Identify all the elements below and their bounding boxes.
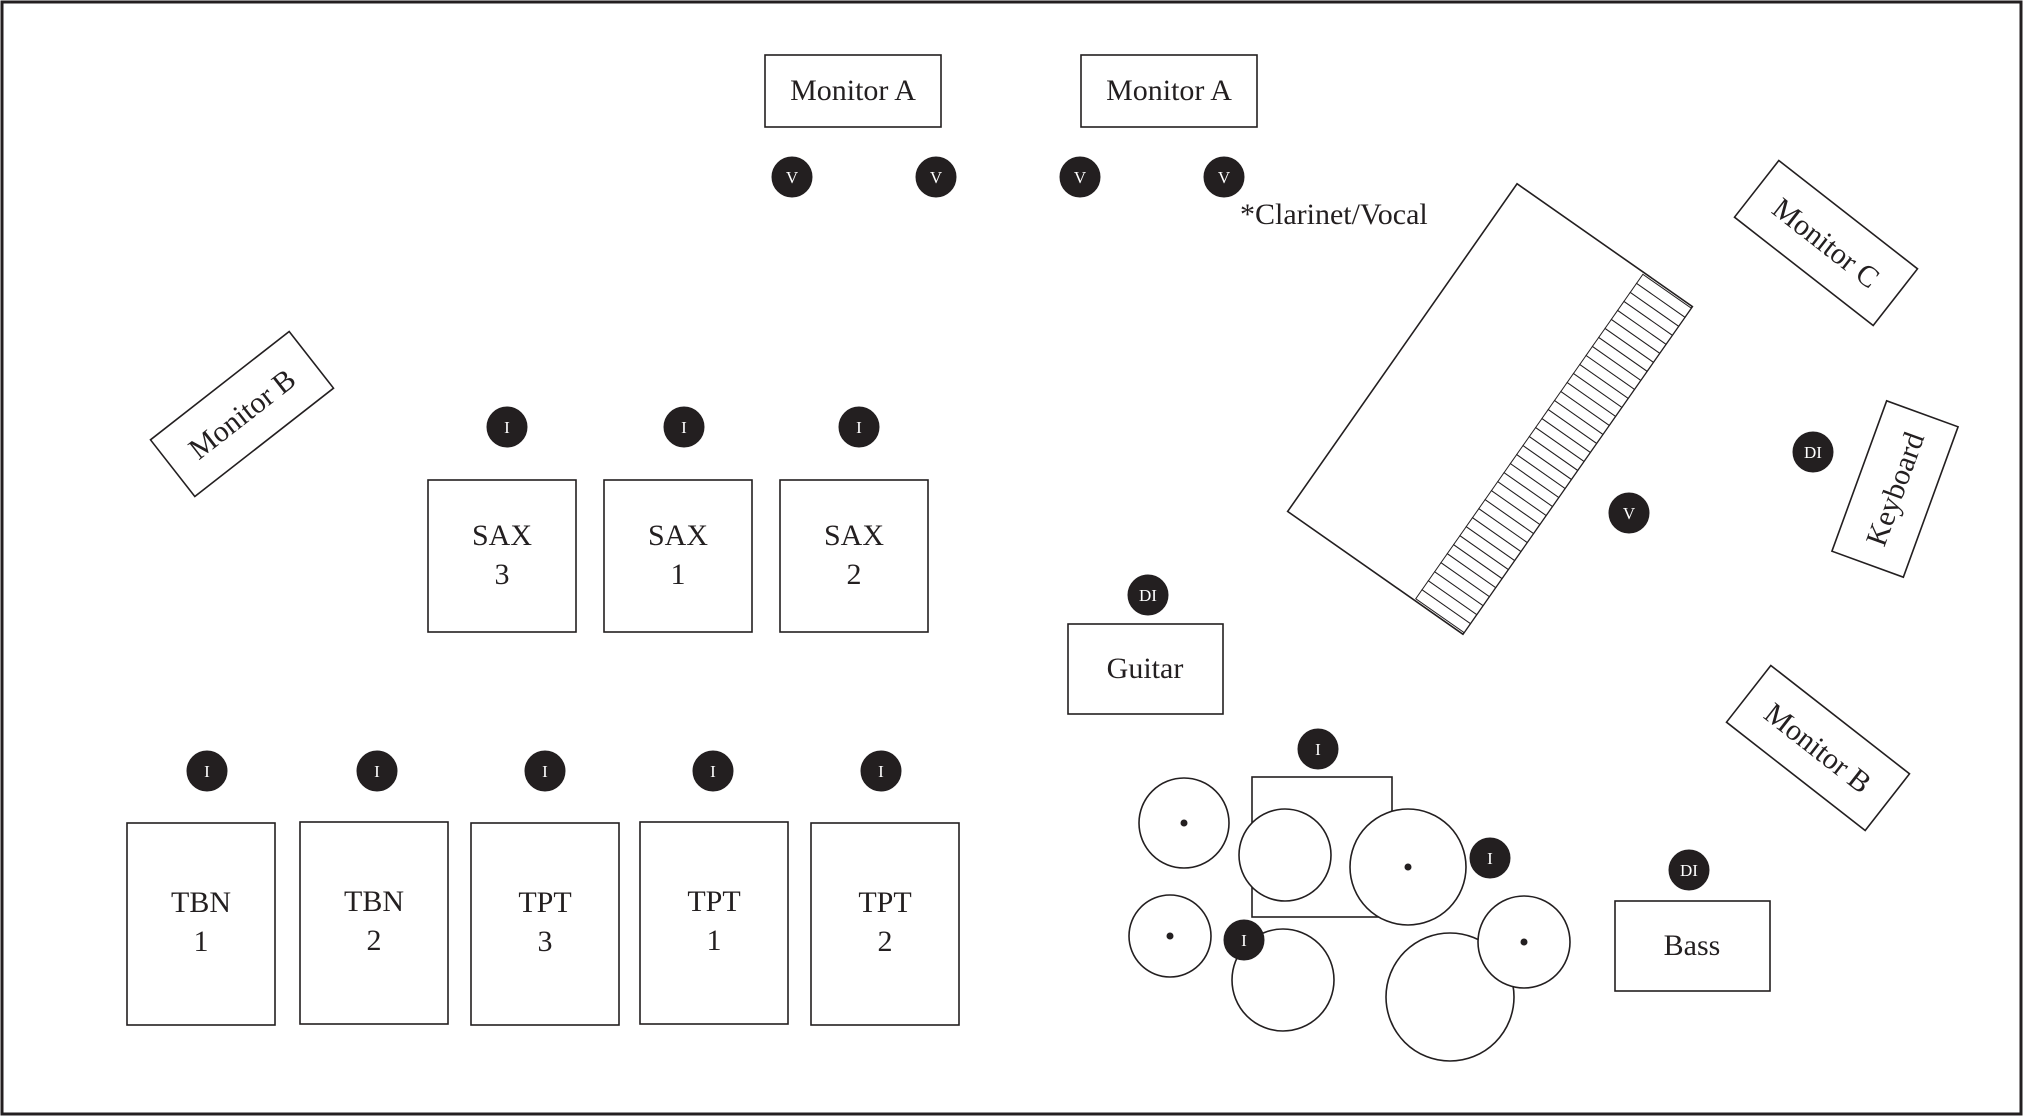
- sax-2-label-1: SAX: [824, 519, 884, 552]
- tbn-2: TBN 2: [299, 821, 449, 1025]
- sax-1: SAX 1: [603, 479, 753, 633]
- tpt-3-mic-label: I: [542, 762, 548, 781]
- piano-vocal-mic: V: [1608, 492, 1650, 534]
- tbn-1-mic-label: I: [204, 762, 210, 781]
- drum-floor-mic-label: I: [1241, 931, 1247, 950]
- sax-2-mic-label: I: [856, 418, 862, 437]
- bass-amp: Bass: [1614, 900, 1771, 992]
- sax-1-mic-label: I: [681, 418, 687, 437]
- tbn-2-mic: I: [356, 750, 398, 792]
- guitar-amp: Guitar: [1067, 623, 1224, 715]
- sax-1-mic: I: [663, 406, 705, 448]
- tpt-1: TPT 1: [639, 821, 789, 1025]
- sax-3-mic-label: I: [504, 418, 510, 437]
- tbn-1-mic: I: [186, 750, 228, 792]
- tpt-2-mic: I: [860, 750, 902, 792]
- keyboard-amp: Keyboard: [1830, 399, 1960, 579]
- sax-3-mic: I: [486, 406, 528, 448]
- sax-2-mic: I: [838, 406, 880, 448]
- vocal-mic-2: V: [915, 156, 957, 198]
- drum-ride-mic-label: I: [1487, 849, 1493, 868]
- piano-vocal-mic-label: V: [1623, 504, 1636, 523]
- hi-hat-center: [1166, 932, 1174, 940]
- sax-1-label-1: SAX: [648, 519, 708, 552]
- tpt-3: TPT 3: [470, 822, 620, 1026]
- sax-3-label-1: SAX: [472, 519, 532, 552]
- sax-1-label-2: 1: [671, 558, 686, 591]
- drum-ride-mic: I: [1469, 837, 1511, 879]
- drum-floor-mic: I: [1223, 919, 1265, 961]
- keyboard-di-label: DI: [1804, 443, 1822, 462]
- vocal-mic-3: V: [1059, 156, 1101, 198]
- sax-3: SAX 3: [427, 479, 577, 633]
- sax-2-label-2: 2: [847, 558, 862, 591]
- vocal-mic-2-label: V: [930, 168, 943, 187]
- tpt-1-label-1: TPT: [687, 885, 740, 918]
- clarinet-vocal-note: *Clarinet/Vocal: [1240, 198, 1428, 231]
- monitor-a-right-label: Monitor A: [1106, 74, 1232, 107]
- tpt-3-label-2: 3: [538, 925, 553, 958]
- monitor-a-left-label: Monitor A: [790, 74, 916, 107]
- tpt-3-label-1: TPT: [518, 886, 571, 919]
- tbn-2-label-1: TBN: [344, 885, 404, 918]
- tbn-1-label-1: TBN: [171, 886, 231, 919]
- tpt-3-mic: I: [524, 750, 566, 792]
- drum-kit: [1128, 776, 1571, 1062]
- monitor-a-left: Monitor A: [764, 54, 942, 128]
- drum-overhead-mic: I: [1297, 728, 1339, 770]
- tbn-2-label-2: 2: [367, 924, 382, 957]
- crash-cymbal-center: [1180, 819, 1188, 827]
- bass-di-label: DI: [1680, 861, 1698, 880]
- tbn-2-mic-label: I: [374, 762, 380, 781]
- bass-di: DI: [1668, 849, 1710, 891]
- tpt-1-mic: I: [692, 750, 734, 792]
- keyboard-di: DI: [1792, 431, 1834, 473]
- guitar-di-label: DI: [1139, 586, 1157, 605]
- tbn-1-label-2: 1: [194, 925, 209, 958]
- tpt-1-label-2: 1: [707, 924, 722, 957]
- tpt-2: TPT 2: [810, 822, 960, 1026]
- vocal-mic-3-label: V: [1074, 168, 1087, 187]
- ride-cymbal-center: [1404, 863, 1412, 871]
- vocal-mic-4-label: V: [1218, 168, 1231, 187]
- tbn-1: TBN 1: [126, 822, 276, 1026]
- tpt-2-label-2: 2: [878, 925, 893, 958]
- bass-drum: [1385, 932, 1515, 1062]
- piano: [1286, 182, 1694, 636]
- vocal-mic-1: V: [771, 156, 813, 198]
- piano-key: [1635, 273, 1692, 318]
- monitor-a-right: Monitor A: [1080, 54, 1258, 128]
- sax-2: SAX 2: [779, 479, 929, 633]
- piano-keyboard: [1415, 273, 1692, 634]
- snare-drum: [1238, 808, 1332, 902]
- guitar-label: Guitar: [1107, 652, 1184, 685]
- sax-3-label-2: 3: [495, 558, 510, 591]
- drum-overhead-mic-label: I: [1315, 740, 1321, 759]
- splash-cymbal-center: [1520, 938, 1528, 946]
- guitar-di: DI: [1127, 574, 1169, 616]
- tpt-2-mic-label: I: [878, 762, 884, 781]
- vocal-mic-1-label: V: [786, 168, 799, 187]
- tpt-2-label-1: TPT: [858, 886, 911, 919]
- vocal-mic-4: V: [1203, 156, 1245, 198]
- bass-label: Bass: [1664, 929, 1721, 962]
- tpt-1-mic-label: I: [710, 762, 716, 781]
